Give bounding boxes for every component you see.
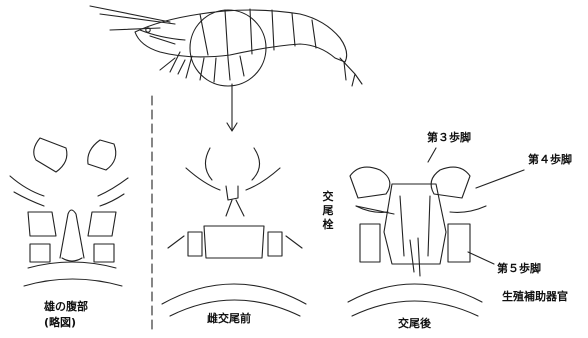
label-male-abdomen: 雄の腹部 [44,300,88,313]
label-leg4: 第４歩脚 [528,153,572,166]
leader-leg3 [428,148,436,162]
shrimp-illustration [90,6,362,86]
male-abdomen-drawing [10,138,128,286]
label-female-before: 雌交尾前 [207,312,251,325]
label-male-abdomen-note: (略図) [44,316,76,329]
label-after-mating: 交尾後 [398,317,431,330]
leader-leg5 [468,252,494,264]
down-arrow-icon [227,84,237,131]
label-leg3: 第３歩脚 [427,131,471,144]
label-leg5: 第５歩脚 [497,262,541,275]
leader-leg4 [476,170,524,188]
magnify-circle [190,10,266,86]
label-accessory-organ: 生殖補助器官 [502,290,568,303]
label-copulatory-plug: 交 尾 栓 [322,190,334,232]
after-mating-drawing [348,167,486,316]
female-before-drawing [162,148,306,316]
